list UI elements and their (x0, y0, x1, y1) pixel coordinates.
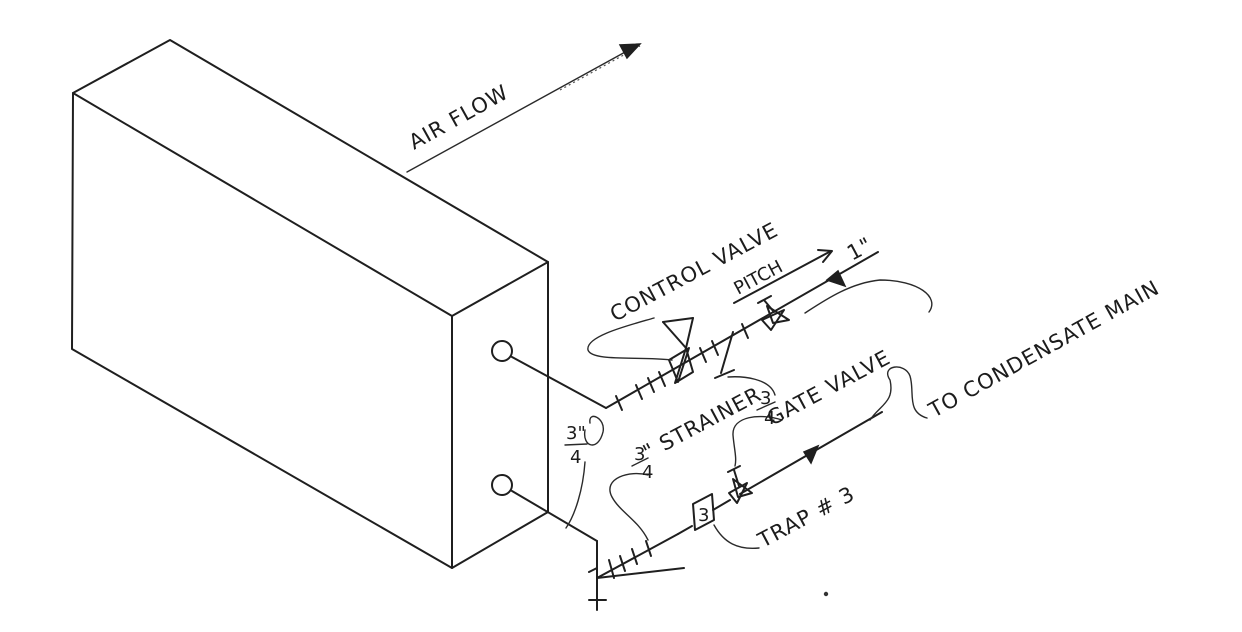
gate-valve-upper-symbol (757, 295, 790, 331)
strainer-label: " STRAINER (639, 382, 765, 464)
coil-pipe-size-numerator: 3" (566, 423, 586, 444)
pitch-label: PITCH (730, 256, 786, 299)
trap-box-number: 3 (698, 505, 709, 526)
coil-connections (491, 340, 607, 542)
gate-valve-label: GATE VALVE (763, 345, 895, 430)
gate-size-denominator: 4 (764, 408, 775, 429)
control-valve-symbol (662, 317, 694, 384)
condensate-flow-arrow (802, 444, 820, 465)
to-condensate-main-label: TO CONDENSATE MAIN (924, 275, 1164, 422)
steam-trap-symbol: 3 (692, 493, 715, 531)
supply-size-label: 1" (843, 232, 876, 265)
strainer-symbol (714, 331, 735, 379)
ink-speck (823, 591, 829, 597)
pitch-arrow (733, 249, 833, 304)
supply-flow-arrow (825, 269, 847, 288)
gate-size-fraction: 3 4 (756, 388, 776, 429)
gate-size-numerator: 3 (760, 388, 771, 409)
air-flow-arrow (406, 43, 642, 173)
trap-label: TRAP # 3 (753, 482, 859, 553)
gate-valve-lower-symbol (727, 465, 753, 504)
coil-pipe-size-denominator: 4 (570, 447, 581, 468)
strainer-size-denominator: 4 (642, 462, 653, 483)
strainer-size-numerator: 3 (634, 444, 645, 465)
coil-pipe-size-fraction: 3" 4 (564, 423, 588, 468)
strainer-size-fraction: 3 4 (631, 444, 653, 483)
leader-lines (565, 279, 933, 550)
